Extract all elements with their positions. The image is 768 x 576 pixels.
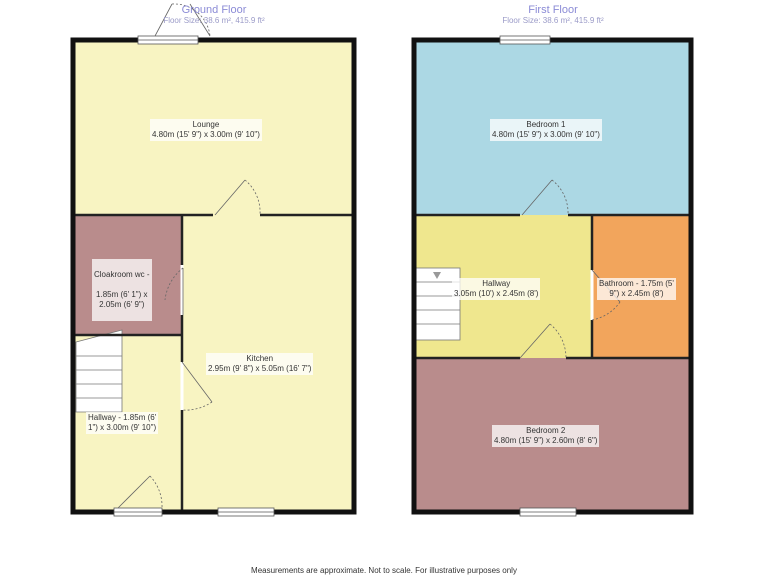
room-name: Bedroom 1 [526, 120, 566, 129]
room-label-bathroom: Bathroom - 1.75m (5' 9") x 2.45m (8') [597, 278, 676, 300]
room-label-kitchen: Kitchen 2.95m (9' 8") x 5.05m (16' 7") [206, 353, 314, 375]
room-label-lounge: Lounge 4.80m (15' 9") x 3.00m (9' 10") [150, 119, 262, 141]
ground-stairs [75, 329, 123, 413]
room-dims: 1") x 3.00m (9' 10") [88, 423, 157, 432]
room-name: Cloakroom wc - [94, 270, 150, 279]
room-dims: 1.85m (6' 1") x 2.05m (6' 9") [96, 290, 148, 309]
first-windows [499, 35, 577, 517]
room-label-ground-hallway: Hallway - 1.85m (6' 1") x 3.00m (9' 10") [86, 412, 159, 434]
room-dims: 2.95m (9' 8") x 5.05m (16' 7") [208, 364, 312, 373]
room-dims: 4.80m (15' 9") x 2.60m (8' 6") [494, 436, 598, 445]
ground-doors [117, 3, 261, 509]
ground-floor-size: Floor Size: 38.6 m², 415.9 ft² [163, 16, 265, 25]
room-label-first-hallway: Hallway 3.05m (10') x 2.45m (8') [452, 278, 541, 300]
room-name: Hallway - 1.85m (6' [88, 413, 157, 422]
room-dims: 4.80m (15' 9") x 3.00m (9' 10") [152, 130, 260, 139]
room-label-bedroom-1: Bedroom 1 4.80m (15' 9") x 3.00m (9' 10"… [490, 119, 602, 141]
room-name: Bedroom 2 [526, 426, 566, 435]
first-floor-title: First Floor [528, 4, 578, 16]
room-label-bedroom-2: Bedroom 2 4.80m (15' 9") x 2.60m (8' 6") [492, 425, 600, 447]
room-name: Kitchen [246, 354, 274, 363]
ground-windows [113, 35, 275, 517]
room-dims: 3.05m (10') x 2.45m (8') [454, 289, 539, 298]
disclaimer-text: Measurements are approximate. Not to sca… [251, 566, 517, 575]
ground-floor-plan [70, 3, 357, 517]
room-label-cloakroom: Cloakroom wc - 1.85m (6' 1") x 2.05m (6'… [92, 259, 152, 321]
room-dims: 9") x 2.45m (8') [609, 289, 664, 298]
ground-floor-title: Ground Floor [181, 4, 247, 16]
room-dims: 4.80m (15' 9") x 3.00m (9' 10") [492, 130, 600, 139]
room-name: Bathroom - 1.75m (5' [599, 279, 674, 288]
room-name: Hallway [482, 279, 511, 288]
first-floor-size: Floor Size: 38.6 m², 415.9 ft² [502, 16, 604, 25]
room-name: Lounge [192, 120, 220, 129]
